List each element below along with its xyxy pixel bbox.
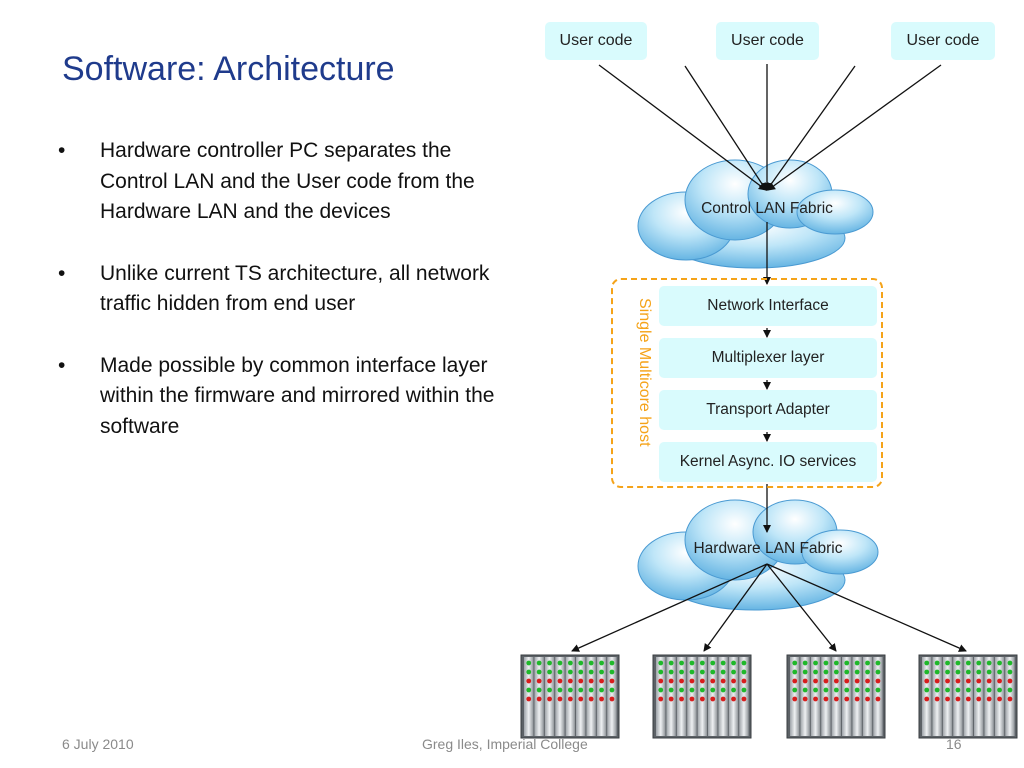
device-rack-icon <box>652 654 752 739</box>
multicore-host-box <box>611 278 883 488</box>
layer-network-interface: Network Interface <box>659 286 877 326</box>
hardware-cloud-label: Hardware LAN Fabric <box>693 540 843 557</box>
control-cloud-label: Control LAN Fabric <box>701 200 833 217</box>
device-arrows <box>571 563 967 652</box>
bullet-marker: • <box>58 139 66 162</box>
slide-title: Software: Architecture <box>62 50 395 88</box>
device-rack-icon <box>520 654 620 739</box>
bullet-text: Unlike current TS architecture, all netw… <box>100 261 490 316</box>
user-code-arrows <box>598 64 942 191</box>
layer-multiplexer: Multiplexer layer <box>659 338 877 378</box>
layer-transport-adapter: Transport Adapter <box>659 390 877 430</box>
user-code-box: User code <box>891 22 995 60</box>
control-cloud-icon <box>637 159 874 269</box>
footer-date: 6 July 2010 <box>62 736 134 752</box>
bullet-item: • Unlike current TS architecture, all ne… <box>58 259 498 320</box>
bullet-text: Hardware controller PC separates the Con… <box>100 139 475 223</box>
footer-page-number: 16 <box>946 736 962 752</box>
device-racks <box>520 654 1018 739</box>
layer-kernel-async-io: Kernel Async. IO services <box>659 442 877 482</box>
device-rack-icon <box>918 654 1018 739</box>
bullet-marker: • <box>58 261 66 285</box>
bullet-list: • Hardware controller PC separates the C… <box>58 136 498 473</box>
user-code-box: User code <box>716 22 819 60</box>
bullet-item: • Hardware controller PC separates the C… <box>58 136 498 228</box>
bullet-text: Made possible by common interface layer … <box>100 353 495 438</box>
device-rack-icon <box>786 654 886 739</box>
footer-author: Greg Iles, Imperial College <box>422 736 588 752</box>
bullet-marker: • <box>58 353 66 377</box>
bullet-item: • Made possible by common interface laye… <box>58 351 498 443</box>
user-code-box: User code <box>545 22 647 60</box>
host-label: Single Multicore host <box>636 298 653 447</box>
